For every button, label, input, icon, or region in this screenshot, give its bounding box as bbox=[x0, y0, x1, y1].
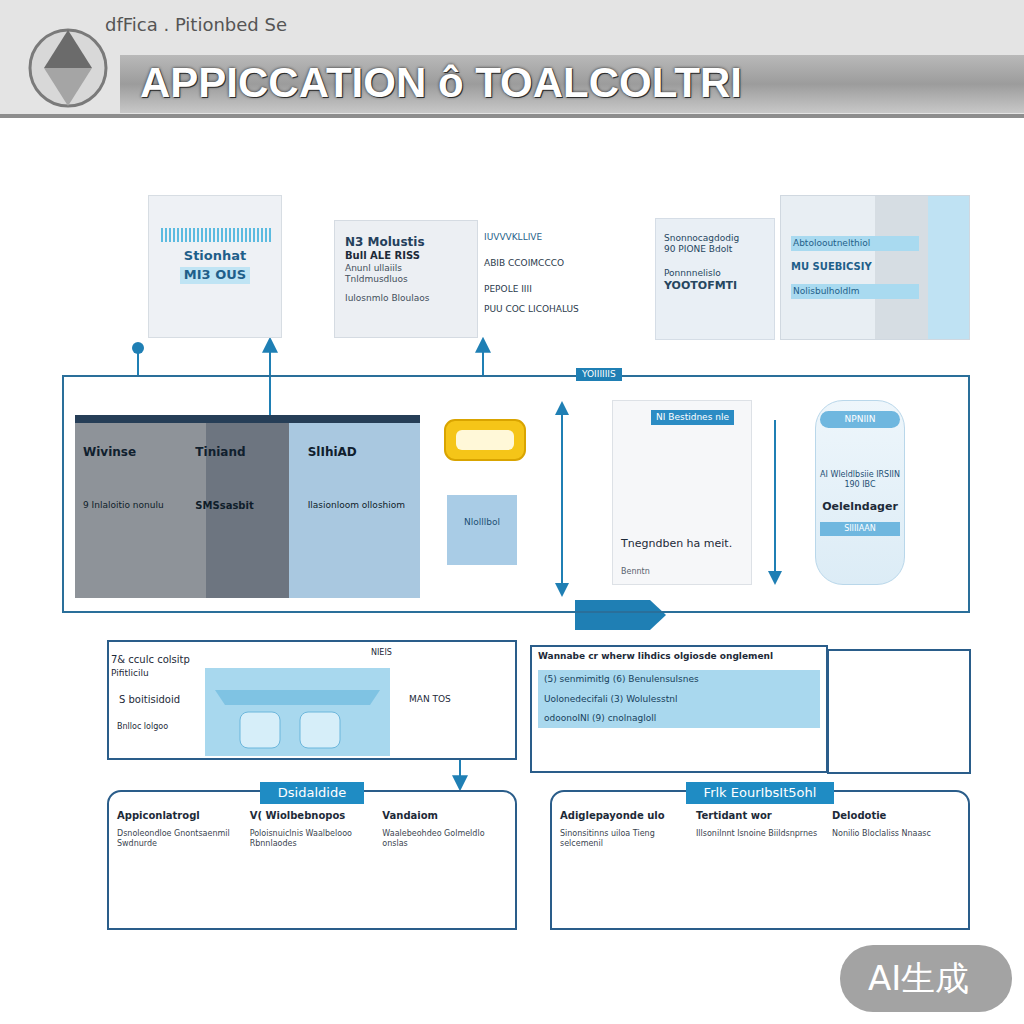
node-text: Abtolooutnelthiol bbox=[791, 236, 919, 251]
node-text: Stionhat bbox=[157, 248, 273, 264]
node-text: MAN TOS bbox=[409, 694, 451, 705]
node-text: Sinonsitinns uiloa Tieng selcemenil bbox=[560, 829, 688, 849]
node-text: V( Wiolbebnopos bbox=[250, 810, 375, 823]
process-box: 7& cculc colsitpPifitlicilu S boitisidoid… bbox=[107, 640, 517, 760]
note-box: NI Bestidnes nleTnegndben ha meit. Benntn bbox=[612, 400, 752, 585]
side-outline bbox=[828, 650, 970, 773]
node-text: SlIhiAD bbox=[308, 445, 412, 460]
node-text: 9 Inlaloitio nonulu bbox=[83, 500, 187, 513]
double-arrow bbox=[561, 408, 563, 590]
node-text: Wannabe cr wherw lihdics olgiosde onglem… bbox=[538, 651, 820, 662]
rounded-box: NPNIIN AI Wleldlbsiie IRSIIN 190 IBC Oelel… bbox=[815, 400, 905, 585]
node-text: Bnlloc lolgoo bbox=[117, 722, 205, 732]
process-box: Frlk EourIbsIt5ohlAdiglepayonde uloTerti… bbox=[550, 790, 970, 930]
watermark-pill bbox=[840, 945, 1012, 1012]
node-text: NIEIS bbox=[371, 648, 392, 658]
diagram-title: APPICCATION ô TOALCOLTRI bbox=[140, 58, 742, 108]
node-text: N3 Molustis bbox=[345, 235, 467, 250]
node-text: Oelelndager bbox=[820, 500, 900, 514]
node-text: Tertidant wor bbox=[696, 810, 824, 823]
node-text: Waalebeohdeo Golmeldlo onslas bbox=[382, 829, 507, 849]
free-label: IUVVVKLLIVE bbox=[484, 232, 542, 243]
node-text: Nlolllbol bbox=[451, 517, 513, 528]
node-text: S boitisidoid bbox=[119, 694, 180, 707]
leader-dot bbox=[132, 342, 144, 354]
node-text: Tiniand bbox=[195, 445, 299, 460]
node-text: NPNIIN bbox=[820, 411, 900, 428]
connector-arrow bbox=[269, 340, 271, 415]
free-label: dfFica . Pitionbed Se bbox=[105, 14, 287, 36]
node-text: Pifitlicilu bbox=[111, 668, 149, 679]
node-text: Vandaiom bbox=[382, 810, 507, 823]
process-box: DsidaldideAppiconlatroglV( WiolbebnoposV… bbox=[107, 790, 517, 930]
process-box: StionhatMI3 OUS bbox=[148, 195, 282, 338]
node-text: Frlk EourIbsIt5ohl bbox=[686, 782, 835, 804]
node-text: Poloisnuiclnis Waalbelooo Rbnnlaodes bbox=[250, 829, 375, 849]
node-text: 7& cculc colsitp bbox=[111, 654, 190, 667]
node-text: Benntn bbox=[621, 567, 743, 577]
blue-illustration bbox=[205, 668, 390, 756]
logo bbox=[30, 30, 106, 106]
yellow-tag-inner bbox=[456, 430, 514, 450]
node-text: Ilasionloom olloshiom bbox=[308, 500, 412, 513]
process-box: Nlolllbol bbox=[447, 495, 517, 565]
node-text: Snonnocagdodig bbox=[664, 233, 766, 244]
node-text: Uolonedecifali (3) Wolulesstnl bbox=[538, 690, 820, 709]
node-text: Appiconlatrogl bbox=[117, 810, 242, 823]
node-text: MI3 OUS bbox=[180, 267, 250, 283]
node-text: Delodotie bbox=[832, 810, 960, 823]
node-text: Ponnnnelislo bbox=[664, 268, 766, 279]
node-text: SIIIIAAN bbox=[820, 522, 900, 536]
process-box: Snonnocagdodig90 PIONE BdoltPonnnnelislo… bbox=[655, 218, 775, 340]
node-text: Dsnoleondloe Gnontsaenmil Swdnurde bbox=[117, 829, 242, 849]
node-text: Adiglepayonde ulo bbox=[560, 810, 688, 823]
process-box: Wannabe cr wherw lihdics olgiosde onglem… bbox=[530, 645, 828, 773]
node-text: MU SUEBICSIY bbox=[791, 261, 919, 274]
node-text: Bull ALE RISS bbox=[345, 250, 467, 263]
free-label: PUU COC LICOHALUS bbox=[484, 304, 579, 315]
node-text: odoonolNl (9) cnolnagloll bbox=[538, 709, 820, 728]
node-text: Iulosnmlo Bloulaos bbox=[345, 293, 467, 304]
node-text: Anunl ullaiils bbox=[345, 263, 467, 274]
node-text: Tnldmusdluos bbox=[345, 274, 467, 285]
header-rule bbox=[0, 114, 1024, 118]
connector-arrow bbox=[482, 340, 484, 375]
header-band bbox=[0, 0, 1024, 118]
panel-box: Wivinse Tiniand SlIhiAD 9 Inlaloitio nonulu… bbox=[75, 415, 420, 598]
node-text: Dsidaldide bbox=[260, 782, 364, 804]
yellow-tag bbox=[445, 420, 525, 460]
node-text: 90 PIONE Bdolt bbox=[664, 244, 766, 255]
down-arrow bbox=[774, 420, 776, 578]
node-text: Nolisbulholdlm bbox=[791, 284, 919, 299]
node-text: NI Bestidnes nle bbox=[651, 410, 734, 425]
connector-arrow bbox=[459, 760, 461, 788]
free-label: ABIB CCOIMCCCO bbox=[484, 258, 564, 269]
arrow-tab bbox=[575, 600, 666, 630]
node-text: YOIIIIIIS bbox=[576, 368, 622, 381]
process-box: N3 MolustisBull ALE RISSAnunl ullaiilsTn… bbox=[334, 220, 478, 338]
process-box: Abtolooutnelthiol MU SUEBICSIY Nolisbulhol… bbox=[780, 195, 970, 340]
node-text: Nonilio Bloclaliss Nnaasc bbox=[832, 829, 960, 849]
node-text: AI Wleldlbsiie IRSIIN 190 IBC bbox=[820, 470, 900, 490]
node-text: Tnegndben ha meit. bbox=[621, 537, 743, 551]
free-label: PEPOLE IIII bbox=[484, 284, 532, 295]
node-text: Illsonilnnt lsnoine Biildsnprnes bbox=[696, 829, 824, 849]
title-bar bbox=[120, 55, 1024, 113]
container-box: YOIIIIIISWivinseTiniandSlIhiAD9 Inlaloit… bbox=[62, 375, 970, 613]
node-text: SMSsasbit bbox=[195, 500, 299, 513]
free-label: AI生成 bbox=[868, 958, 969, 999]
node-text: Wivinse bbox=[83, 445, 187, 460]
node-text: (5) senmimitlg (6) Benulensulsnes bbox=[538, 670, 820, 689]
node-text: YOOTOFMTI bbox=[664, 279, 766, 293]
